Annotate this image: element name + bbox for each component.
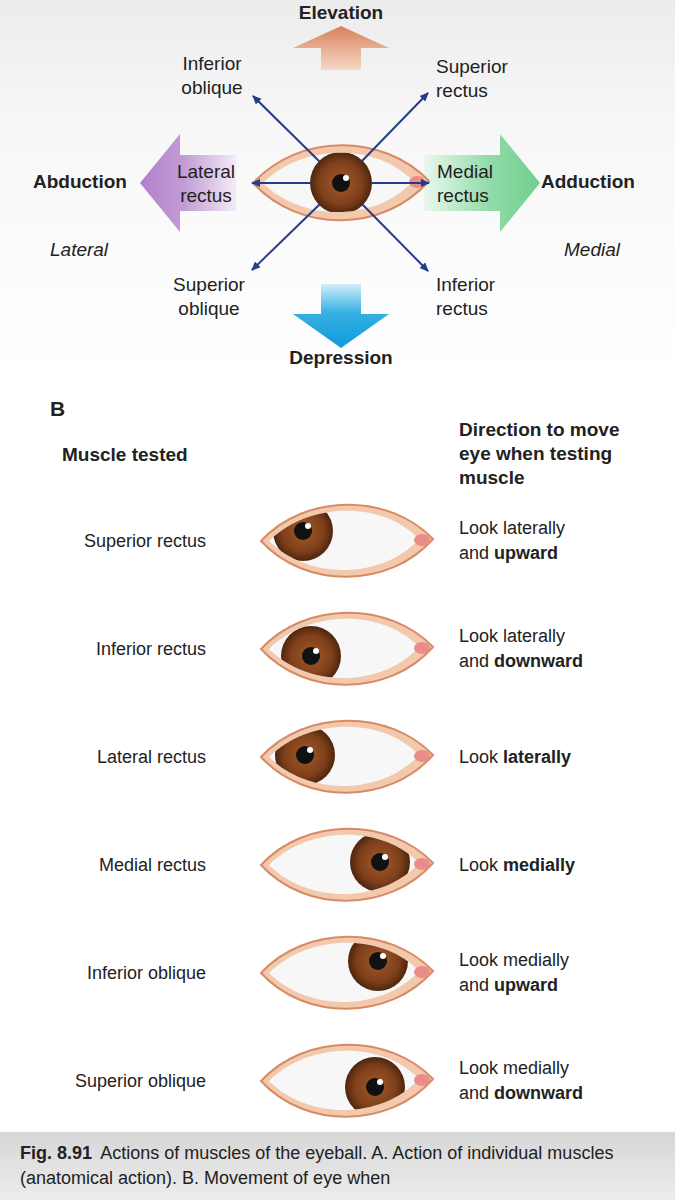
highlight <box>305 523 311 529</box>
direction-label: Depression <box>261 346 421 370</box>
action-arrow <box>371 182 429 184</box>
iris <box>273 501 333 561</box>
pupil <box>332 174 350 192</box>
highlight <box>382 854 388 860</box>
instruction-text: Look <box>459 855 498 875</box>
muscle-label: Inferior oblique <box>162 52 262 100</box>
caption-text: Actions of muscles of the eyeball. A. Ac… <box>20 1143 613 1188</box>
instruction-direction: medially <box>503 855 575 875</box>
muscle-label: Superior rectus <box>436 55 536 103</box>
eyelid <box>261 721 433 793</box>
elevation-arrow <box>293 26 389 70</box>
direction-instruction: Lookmedially <box>459 853 587 878</box>
abduction-arrow <box>140 134 236 232</box>
instruction-direction: upward <box>494 543 558 563</box>
muscle-tested: Superior rectus <box>84 529 206 553</box>
caruncle <box>414 858 430 870</box>
caruncle <box>414 966 430 978</box>
column-heading: Direction to move eye when testing muscl… <box>459 418 654 490</box>
pupil <box>371 853 389 871</box>
iris <box>275 725 335 785</box>
adduction-arrow <box>424 134 540 232</box>
pupil <box>294 522 312 540</box>
eye <box>261 829 433 901</box>
caruncle <box>414 750 430 762</box>
caruncle <box>414 534 430 546</box>
instruction-direction: laterally <box>503 747 571 767</box>
eyelid <box>261 937 433 1009</box>
instruction-direction: upward <box>494 975 558 995</box>
direction-label: Abduction <box>33 170 127 194</box>
caption-band <box>0 1132 675 1200</box>
pupil <box>302 647 320 665</box>
action-arrow <box>252 204 320 270</box>
eye <box>261 721 433 793</box>
muscle-tested: Inferior oblique <box>87 961 206 985</box>
eyelid <box>261 1045 433 1117</box>
muscle-label: Superior oblique <box>159 273 259 321</box>
instruction-text: Look <box>459 747 498 767</box>
muscle-tested: Lateral rectus <box>97 745 206 769</box>
eye <box>253 145 429 220</box>
highlight <box>307 747 313 753</box>
pupil <box>296 746 314 764</box>
muscle-label: Lateral rectus <box>166 160 246 208</box>
direction-instruction: Look medially anddownward <box>459 1056 587 1106</box>
highlight <box>377 1079 383 1085</box>
direction-label: Adduction <box>541 170 635 194</box>
action-arrow <box>362 93 428 161</box>
highlight <box>313 648 319 654</box>
direction-instruction: Look laterally andupward <box>459 516 587 566</box>
action-arrow <box>362 204 428 271</box>
action-arrow <box>253 96 320 162</box>
eye <box>261 1045 433 1117</box>
highlight <box>380 953 386 959</box>
instruction-direction: downward <box>494 1083 583 1103</box>
iris <box>350 832 410 892</box>
eye <box>261 501 433 577</box>
pupil <box>369 952 387 970</box>
instruction-direction: downward <box>494 651 583 671</box>
caruncle <box>414 642 430 654</box>
eyelid <box>261 829 433 901</box>
muscle-tested: Inferior rectus <box>96 637 206 661</box>
side-label: Lateral <box>50 238 108 262</box>
figure-caption: Fig. 8.91Actions of muscles of the eyeba… <box>20 1141 660 1191</box>
figure-number: Fig. 8.91 <box>20 1143 92 1163</box>
eye <box>261 931 433 1009</box>
muscle-label: Inferior rectus <box>436 273 526 321</box>
direction-instruction: Look laterally anddownward <box>459 624 587 674</box>
direction-instruction: Looklaterally <box>459 745 587 770</box>
direction-label: Elevation <box>261 1 421 25</box>
depression-arrow <box>293 284 389 348</box>
muscle-tested: Superior oblique <box>75 1069 206 1093</box>
eye <box>261 613 433 686</box>
caruncle <box>414 1074 430 1086</box>
iris <box>345 1057 405 1117</box>
action-arrow <box>252 182 311 184</box>
side-label: Medial <box>564 238 620 262</box>
panel-letter: B <box>50 397 65 421</box>
pupil <box>366 1078 384 1096</box>
column-heading: Muscle tested <box>62 443 188 467</box>
iris <box>348 931 408 991</box>
highlight <box>343 175 349 181</box>
muscle-tested: Medial rectus <box>99 853 206 877</box>
iris <box>281 626 341 686</box>
muscle-label: Medial rectus <box>437 160 527 208</box>
eyelid <box>253 145 429 220</box>
direction-instruction: Look medially andupward <box>459 948 587 998</box>
